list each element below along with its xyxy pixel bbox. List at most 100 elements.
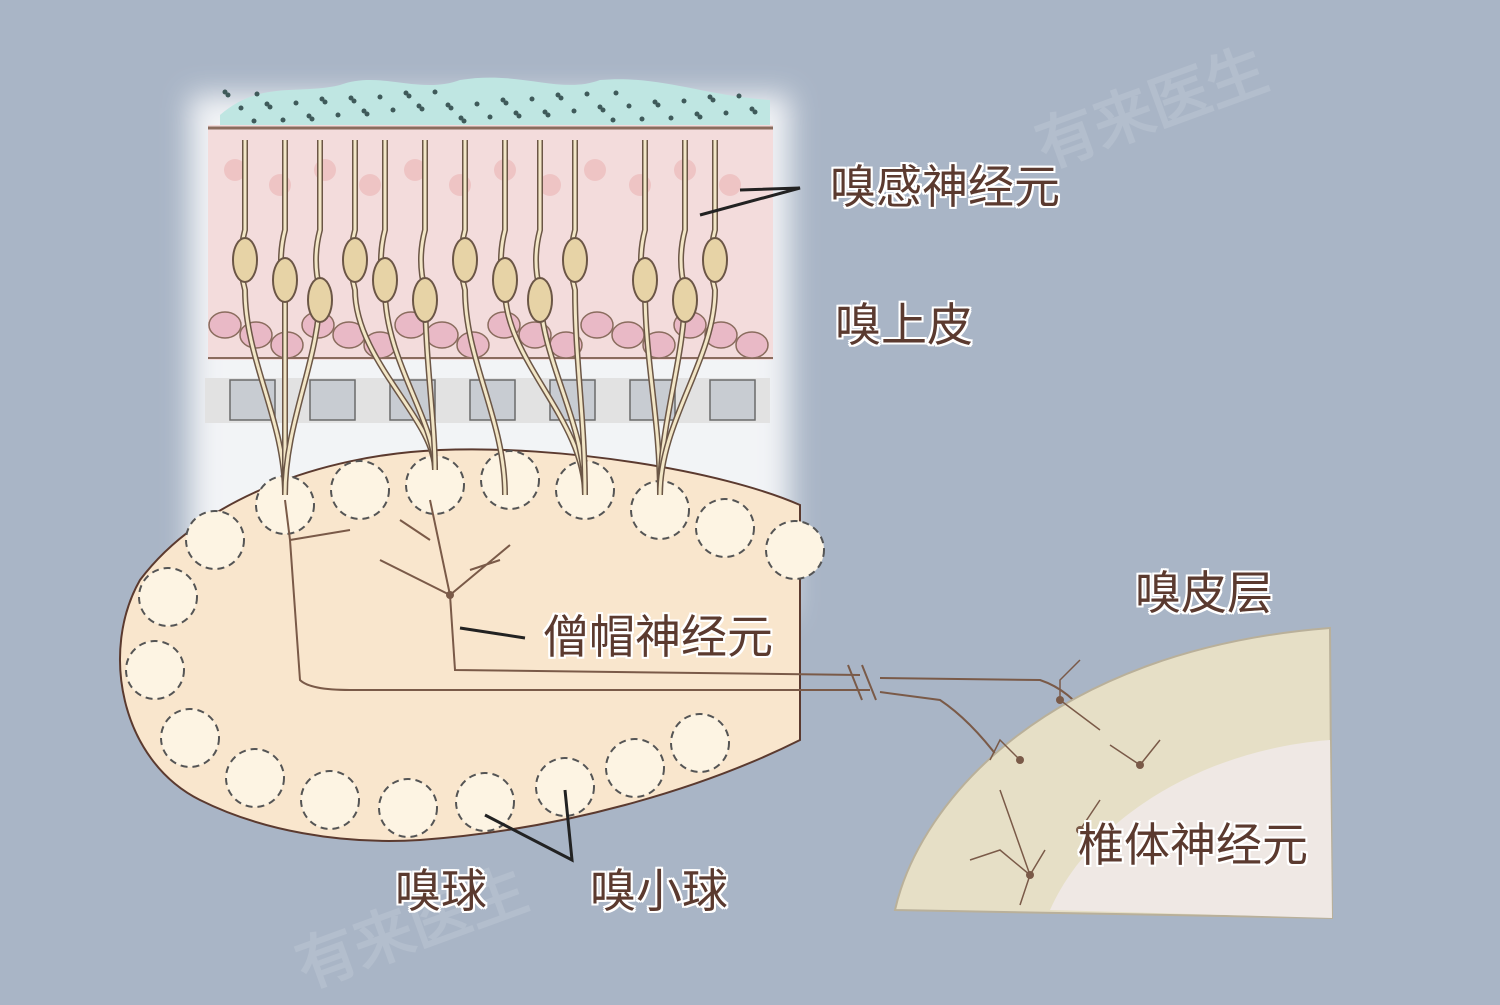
label-olfactory-bulb: 嗅球: [395, 864, 487, 918]
support-cell: [719, 174, 741, 196]
mitral-neurons: [284, 499, 1331, 831]
pyramidal-somas: [1016, 696, 1144, 879]
sensory-neuron-soma: [702, 237, 728, 283]
sensory-neuron-soma: [307, 277, 333, 323]
mucus-dot: [448, 105, 454, 111]
mucus-dot: [406, 93, 412, 99]
sensory-neuron-soma: [632, 257, 658, 303]
glomerulus: [455, 772, 515, 832]
support-cell: [404, 159, 426, 181]
mucus-dot: [351, 98, 357, 104]
mucus-dot: [503, 100, 509, 106]
glomerulus: [330, 460, 390, 520]
support-cell: [359, 174, 381, 196]
bone-segment: [309, 379, 356, 421]
basal-cell: [735, 331, 769, 359]
label-olfactory-sensory-neuron: 嗅感神经元: [830, 160, 1060, 214]
mucus-dot: [364, 111, 370, 117]
basal-cell: [425, 321, 459, 349]
mucus-dot: [419, 106, 425, 112]
support-cell: [224, 159, 246, 181]
glomerulus: [535, 757, 595, 817]
mucus-dot: [558, 95, 564, 101]
mucus-dots: [222, 89, 758, 124]
mucus-dot: [322, 99, 328, 105]
basal-cell: [208, 311, 242, 339]
mucus-layer: [220, 77, 770, 125]
basal-cell: [704, 321, 738, 349]
mucus-dot: [736, 93, 742, 99]
glomerulus: [185, 510, 245, 570]
mitral-soma: [446, 591, 454, 599]
glomerulus: [605, 738, 665, 798]
label-pyramidal-neuron: 椎体神经元: [1078, 818, 1308, 872]
sensory-neuron-soma: [452, 237, 478, 283]
mucus-dot: [529, 96, 535, 102]
sensory-neuron-soma: [672, 277, 698, 323]
mucus-dot: [584, 91, 590, 97]
sensory-neuron-soma: [372, 257, 398, 303]
glomerulus: [695, 498, 755, 558]
basal-cell: [580, 311, 614, 339]
mucus-dot: [238, 105, 244, 111]
sensory-axon-fill: [639, 140, 662, 496]
mucus-dot: [697, 114, 703, 120]
mucus-dot: [280, 117, 286, 123]
mucus-dot: [613, 90, 619, 96]
label-olfactory-epithelium: 嗅上皮: [835, 298, 973, 352]
mucus-dot: [752, 109, 758, 115]
mucus-dot: [225, 92, 231, 98]
sensory-neurons: [232, 140, 728, 496]
glomerulus: [160, 708, 220, 768]
glomerulus: [480, 450, 540, 510]
mucus-dot: [710, 97, 716, 103]
glomerulus: [765, 520, 825, 580]
mucus-dot: [655, 102, 661, 108]
glomerulus: [670, 713, 730, 773]
sensory-axon-fill: [379, 140, 437, 471]
mitral-pointer: [459, 626, 526, 640]
mucus-dot: [626, 103, 632, 109]
sensory-axon-fill: [499, 140, 587, 496]
mucus-dot: [545, 112, 551, 118]
glomerulus: [138, 567, 198, 627]
sensory-neuron-soma: [272, 257, 298, 303]
mucus-dot: [474, 101, 480, 107]
sensory-neuron-soma: [562, 237, 588, 283]
mucus-dot: [251, 118, 257, 124]
pyramidal-neurons: [969, 659, 1161, 906]
mucus-dot: [335, 112, 341, 118]
label-olfactory-cortex: 嗅皮层: [1135, 566, 1273, 620]
mucus-dot: [639, 116, 645, 122]
sensory-pointer: [699, 186, 801, 217]
glomerulus: [378, 778, 438, 838]
sensory-neuron-soma: [492, 257, 518, 303]
bone-segment: [709, 379, 756, 421]
mucus-dot: [377, 94, 383, 100]
mucus-dot: [487, 114, 493, 120]
sensory-neuron-soma: [527, 277, 553, 323]
mucus-dot: [571, 108, 577, 114]
mucus-dot: [600, 107, 606, 113]
mucus-dot: [432, 89, 438, 95]
mucus-dot: [461, 118, 467, 124]
sensory-neuron-soma: [232, 237, 258, 283]
sensory-neuron-soma: [412, 277, 438, 323]
support-cell: [584, 159, 606, 181]
glomerulus-pointer: [484, 789, 574, 863]
mucus-dot: [293, 100, 299, 106]
mucus-dot: [516, 113, 522, 119]
mucus-dot: [610, 117, 616, 123]
mucus-dot: [309, 116, 315, 122]
glomerulus: [300, 770, 360, 830]
glomerulus: [225, 748, 285, 808]
mucus-dot: [267, 104, 273, 110]
sensory-axon-fill: [279, 140, 287, 495]
mucus-dot: [668, 115, 674, 121]
basal-cell: [611, 321, 645, 349]
label-mitral-cell: 僧帽神经元: [543, 610, 773, 664]
support-cell: [539, 174, 561, 196]
mucus-dot: [390, 107, 396, 113]
label-glomerulus: 嗅小球: [590, 864, 728, 918]
